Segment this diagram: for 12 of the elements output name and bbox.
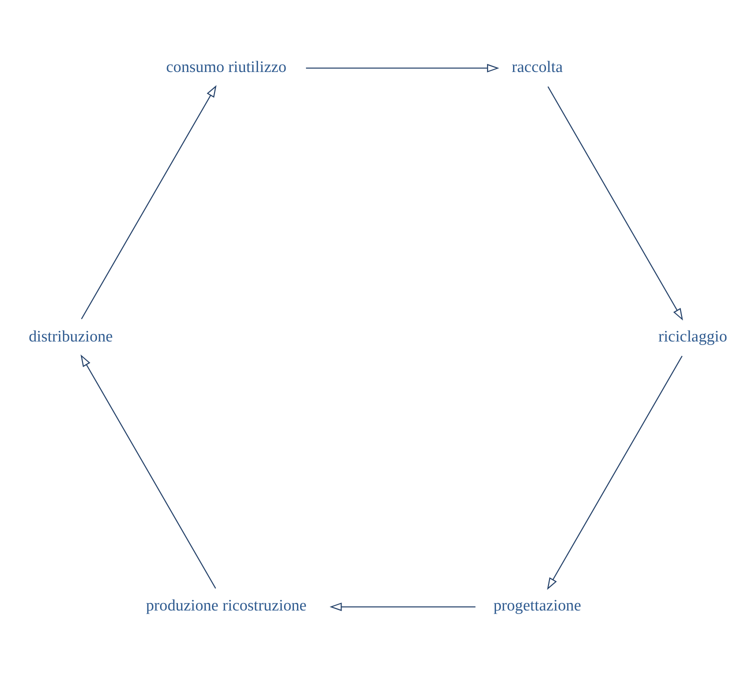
arrow [330, 602, 476, 612]
arrow [548, 86, 683, 321]
node-text: consumo riutilizzo [166, 59, 286, 76]
node-text: produzione ricostruzione [146, 598, 307, 615]
arrow [547, 356, 683, 590]
arrow [81, 85, 216, 320]
node-text: raccolta [512, 59, 563, 76]
node-text: riciclaggio [658, 328, 728, 346]
arrow [80, 354, 216, 589]
arrow [306, 64, 500, 72]
node-text: distribuzione [28, 328, 113, 346]
node-text: progettazione [493, 598, 582, 615]
